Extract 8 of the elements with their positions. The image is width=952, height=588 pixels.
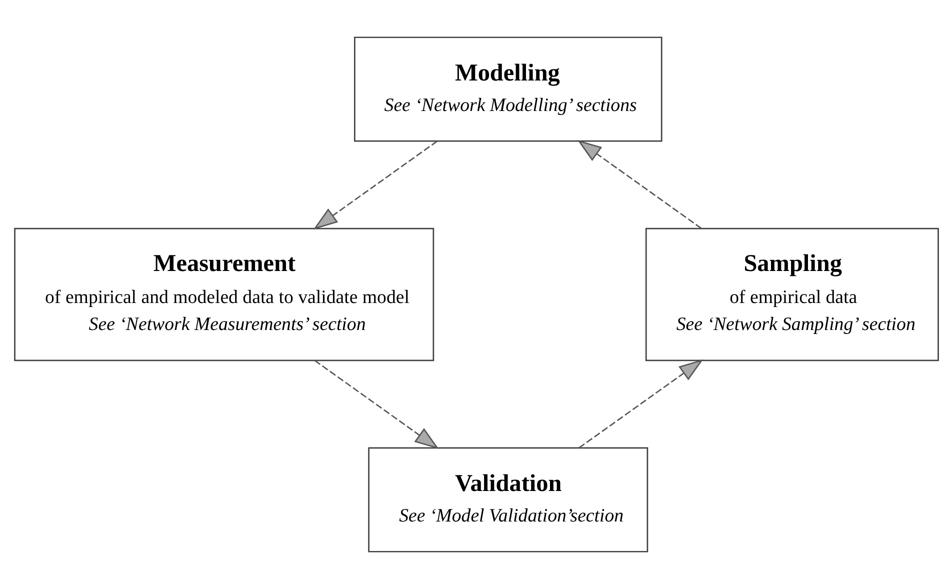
node-box: Sampling of empirical data See ‘Network Sampling’ section (644, 227, 938, 361)
arrow (312, 140, 438, 229)
node-box: Validation See ‘Model Validation’section (368, 446, 648, 552)
arrow (576, 139, 702, 228)
arrow (578, 358, 703, 448)
node-box: Measurement of empirical and modeled data to validate model See ‘Network Measurements’ section (14, 227, 434, 361)
node-box: Modelling See ‘Network Modelling’ sections (354, 36, 662, 142)
arrow (314, 359, 438, 449)
